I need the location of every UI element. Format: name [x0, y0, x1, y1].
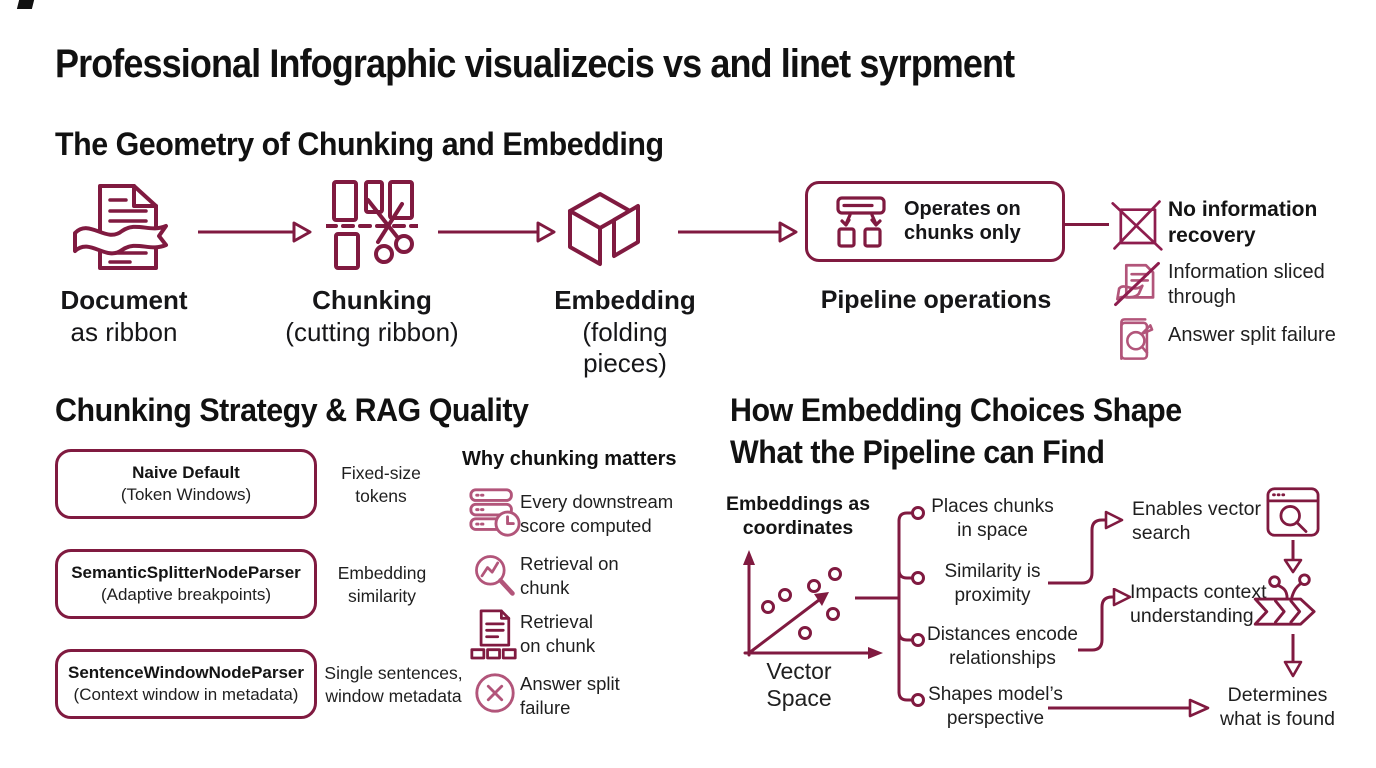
crossed-box-icon	[1111, 200, 1163, 251]
chevron-pipeline-icon	[1253, 573, 1316, 626]
failure-no-recovery: No information recovery	[1168, 198, 1318, 248]
step-pipeline-title: Pipeline operations	[820, 286, 1052, 314]
strategy-name: SentenceWindowNodeParser	[67, 663, 305, 683]
embeddings-coordinates-label: Embeddings as coordinates	[725, 493, 871, 540]
server-clock-icon	[469, 488, 521, 537]
document-ribbon-icon	[73, 184, 168, 270]
section-embedding-heading: How Embedding Choices Shape What the Pip…	[730, 390, 1182, 473]
why-item: Retrieval on chunk	[520, 611, 596, 656]
section-strategy-heading: Chunking Strategy & RAG Quality	[55, 392, 529, 428]
step-embedding-subtitle: (folding pieces)	[582, 316, 668, 379]
step-document-subtitle: as ribbon	[70, 316, 178, 347]
strategy-box-naive: Naive Default (Token Windows)	[55, 449, 317, 519]
strategy-name: Naive Default	[132, 463, 240, 483]
embedding-heading-line2: What the Pipeline can Find	[730, 433, 1105, 470]
strategy-detail: (Context window in metadata)	[73, 685, 299, 704]
document-magnifier-icon	[1120, 318, 1154, 360]
section-geometry-heading: The Geometry of Chunking and Embedding	[55, 126, 664, 162]
scissors-chunks-icon	[326, 180, 418, 270]
why-item: Every downstream score computed	[520, 491, 674, 536]
step-chunking-title: Chunking	[312, 285, 432, 315]
cube-icon	[568, 192, 640, 266]
document-blocks-icon	[470, 609, 517, 660]
branch-item: Shapes model’s perspective	[928, 684, 1063, 729]
long-arrow	[1048, 698, 1210, 718]
strategy-note: Single sentences, window metadata	[324, 663, 463, 706]
embedding-heading-line1: How Embedding Choices Shape	[730, 392, 1182, 428]
flow-arrow-icon	[198, 221, 312, 243]
strategy-box-sentence: SentenceWindowNodeParser (Context window…	[55, 649, 317, 719]
why-chunking-heading: Why chunking matters	[462, 448, 677, 470]
connector-line	[1065, 223, 1109, 226]
pipeline-box-note: Operates on chunks only	[904, 197, 1021, 244]
flow-arrow-icon	[678, 221, 798, 243]
outcome-item: Impacts context understanding	[1130, 581, 1267, 628]
branch-item: Places chunks in space	[931, 496, 1054, 541]
strategy-box-semantic: SemanticSplitterNodeParser (Adaptive bre…	[55, 549, 317, 619]
pipeline-operations-box: Operates on chunks only	[805, 181, 1065, 262]
circle-x-icon	[475, 673, 515, 713]
corner-artifact	[16, 0, 35, 9]
vector-space-plot	[743, 550, 883, 659]
page-title: Professional Infographic visualizecis vs…	[55, 42, 1015, 86]
strategy-name: SemanticSplitterNodeParser	[71, 563, 301, 583]
flow-arrow-icon	[438, 221, 556, 243]
step-chunking-subtitle: (cutting ribbon)	[285, 316, 459, 347]
elbow-arrow	[1048, 510, 1124, 585]
step-document-title: Document	[60, 285, 188, 315]
vector-space-caption: Vector Space	[766, 658, 832, 711]
why-item: Retrieval on chunk	[520, 553, 619, 598]
failure-sliced: Information sliced through	[1168, 261, 1325, 308]
down-arrow	[1283, 634, 1303, 678]
browser-search-icon	[1266, 487, 1320, 537]
branch-fork	[855, 506, 925, 707]
branch-item: Similarity is proximity	[944, 561, 1041, 606]
outcome-item: Enables vector search	[1132, 498, 1261, 545]
strategy-note: Embedding similarity	[337, 563, 427, 606]
elbow-arrow	[1078, 588, 1132, 652]
magnifier-chart-icon	[475, 555, 515, 596]
step-document-label: Document as ribbon	[38, 285, 210, 348]
failure-answer-split: Answer split failure	[1168, 324, 1336, 346]
step-chunking-label: Chunking (cutting ribbon)	[283, 285, 461, 348]
strategy-detail: (Token Windows)	[120, 485, 252, 504]
branch-item: Distances encode relationships	[926, 624, 1079, 669]
strategy-detail: (Adaptive breakpoints)	[100, 585, 272, 604]
why-item: Answer split failure	[520, 673, 620, 718]
hierarchy-icon	[836, 195, 886, 248]
outcome-item: Determines what is found	[1220, 684, 1335, 731]
down-arrow	[1283, 540, 1303, 574]
strategy-note: Fixed-size tokens	[341, 463, 421, 506]
sliced-document-icon	[1114, 261, 1160, 307]
step-embedding-title: Embedding	[554, 285, 696, 315]
step-pipeline-label: Pipeline operations	[805, 285, 1067, 316]
step-embedding-label: Embedding (folding pieces)	[537, 285, 713, 380]
